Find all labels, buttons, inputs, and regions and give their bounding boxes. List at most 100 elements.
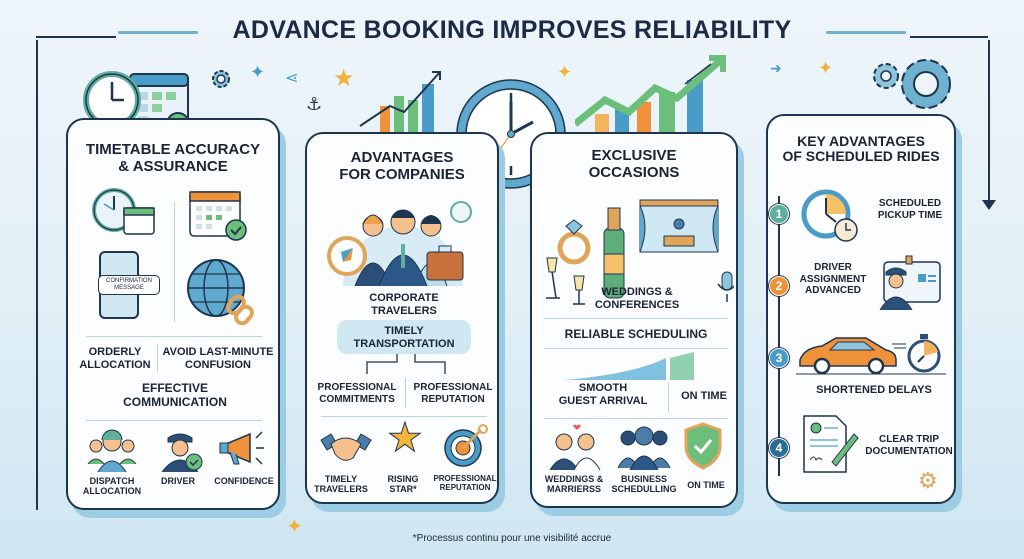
panel-title: KEY ADVANTAGES OF SCHEDULED RIDES: [768, 133, 954, 165]
benefit-line: AVOID LAST-MINUTE: [162, 346, 274, 358]
reliable-scheduling: RELIABLE SCHEDULING: [564, 327, 708, 341]
role-line: STAR*: [389, 484, 417, 495]
flow-arrow-down-icon: [982, 200, 996, 210]
step-line: ADVANCED: [805, 285, 861, 296]
section-divider: [86, 336, 262, 337]
step-line: DOCUMENTATION: [865, 445, 953, 457]
role-professional-reputation: PROFESSIONAL REPUTATION: [429, 474, 501, 492]
sparkle-icon: ✦: [286, 516, 303, 538]
benefit-divider: [157, 344, 158, 372]
bubble-line: CONFIRMATION: [106, 278, 152, 284]
panel-title-line: OCCASIONS: [588, 163, 680, 181]
panel-title-line: EXCLUSIVE: [591, 147, 677, 164]
benefit-smooth-guest-arrival: SMOOTH GUEST ARRIVAL: [538, 382, 668, 407]
subtitle-line: CONFERENCES: [594, 298, 680, 311]
section-divider: [544, 418, 728, 419]
clock-calendar-small-icon: [92, 188, 155, 235]
subtitle-line: CORPORATE: [369, 292, 439, 304]
role-line: TRAVELERS: [314, 484, 368, 495]
role-line: DRIVER: [160, 476, 195, 486]
anchor-icon: ⚓: [306, 94, 323, 114]
benefit-orderly-allocation: ORDERLY ALLOCATION: [74, 346, 156, 371]
business-team-icon: [327, 201, 472, 286]
pill-line: TRANSPORTATION: [353, 338, 455, 351]
panel-exclusive-occasions: EXCLUSIVE OCCASIONS WEDDINGS & CONFERENC…: [530, 132, 738, 508]
pill-line: TIMELY: [384, 325, 424, 337]
share-icon: ⋖: [285, 70, 299, 87]
section-divider: [86, 420, 262, 421]
benefit-line: PROFESSIONAL: [317, 382, 397, 393]
megaphone-icon: [219, 431, 264, 465]
driver-badge-icon: [879, 255, 941, 310]
section-divider: [544, 348, 728, 349]
step-2-badge: 2: [769, 276, 789, 296]
step-3-badge: 3: [769, 348, 789, 368]
benefit-line: ORDERLY: [88, 346, 142, 358]
globe-link-icon: [187, 259, 254, 326]
page-title: ADVANCE BOOKING IMPROVES RELIABILITY: [232, 16, 792, 44]
role-line: TIMELY: [324, 474, 358, 484]
calendar-check-icon: [189, 191, 247, 241]
sparkle-icon: ✦: [557, 62, 573, 82]
benefit-line: GUEST ARRIVAL: [558, 394, 648, 407]
step-line: SCHEDULED: [878, 198, 942, 209]
step-driver-assignment: DRIVER ASSIGNMENT ADVANCED: [790, 262, 876, 297]
subtitle-line: WEDDINGS &: [601, 286, 673, 298]
step-1-badge: 1: [769, 204, 789, 224]
dispatcher-icon: [87, 429, 137, 472]
role-timely-travelers: TIMELY TRAVELERS: [309, 474, 373, 495]
role-confidence: CONFIDENCE: [206, 476, 282, 486]
gear-icon: [212, 70, 230, 88]
benefit-line: PROFESSIONAL: [413, 382, 493, 393]
role-line: RISING: [387, 474, 419, 484]
weddings-conferences-label: WEDDINGS & CONFERENCES: [562, 286, 712, 311]
role-line: CONFIDENCE: [214, 476, 274, 486]
role-line: MARRIERSS: [546, 484, 601, 495]
growth-chart-icon: [359, 71, 441, 136]
driver-icon: [161, 433, 203, 472]
frame-right-line: [988, 40, 990, 200]
role-driver: DRIVER: [148, 476, 208, 486]
step-line: ASSIGNMENT: [799, 273, 867, 285]
benefit-professional-commitments: PROFESSIONAL COMMITMENTS: [309, 382, 405, 405]
target-icon: [444, 424, 488, 467]
panel-key-advantages: KEY ADVANTAGES OF SCHEDULED RIDES 1 SCHE…: [766, 114, 956, 504]
benefit-professional-reputation: PROFESSIONAL REPUTATION: [405, 382, 501, 405]
role-line: ALLOCATION: [82, 486, 142, 497]
panel-title-line: OF SCHEDULED RIDES: [782, 148, 940, 165]
benefit-avoid-confusion: AVOID LAST-MINUTE CONFUSION: [156, 346, 280, 371]
step-line: PICKUP TIME: [877, 209, 943, 221]
panel-title: TIMETABLE ACCURACY & ASSURANCE: [68, 141, 278, 175]
benefit-line: REPUTATION: [421, 393, 485, 405]
role-line: DISPATCH: [89, 476, 135, 486]
title-decoration-right: [826, 31, 906, 34]
step-clear-trip-documentation: CLEAR TRIP DOCUMENTATION: [860, 434, 958, 457]
panel-title-line: KEY ADVANTAGES: [797, 133, 925, 149]
panel-title-line: FOR COMPANIES: [339, 165, 465, 183]
panel-title: ADVANTAGES FOR COMPANIES: [307, 149, 497, 183]
document-sign-icon: [803, 415, 859, 473]
title-decoration-left: [118, 31, 198, 34]
timely-transportation-pill: TIMELY TRANSPORTATION: [337, 320, 471, 354]
role-line: REPUTATION: [439, 483, 491, 493]
panel-timetable-accuracy: TIMETABLE ACCURACY & ASSURANCE CONFIRMAT…: [66, 118, 280, 510]
role-on-time: ON TIME: [687, 480, 725, 490]
icon-divider: [174, 202, 175, 322]
panel-title-line: TIMETABLE ACCURACY: [85, 141, 261, 158]
effective-communication: EFFECTIVE COMMUNICATION: [68, 381, 282, 410]
step-line: DRIVER: [814, 262, 852, 273]
benefit-line: ALLOCATION: [79, 358, 151, 371]
growth-arrow-chart-icon: [575, 55, 726, 144]
footnote: *Processus continu pour une visibilité a…: [412, 533, 612, 544]
shield-check-icon: [684, 422, 722, 470]
benefit-line: SMOOTH: [578, 382, 628, 394]
step-line: CLEAR TRIP: [879, 434, 939, 445]
benefit-line: COMMITMENTS: [319, 393, 395, 405]
panel-title: EXCLUSIVE OCCASIONS: [532, 147, 736, 181]
clock-icon: [801, 189, 858, 242]
frame-top-left: [36, 36, 116, 38]
frame-top-right: [910, 36, 988, 38]
star-icon: ★: [333, 65, 355, 92]
subtitle-line: TRAVELERS: [371, 304, 437, 317]
benefit-on-time: ON TIME: [681, 390, 727, 402]
